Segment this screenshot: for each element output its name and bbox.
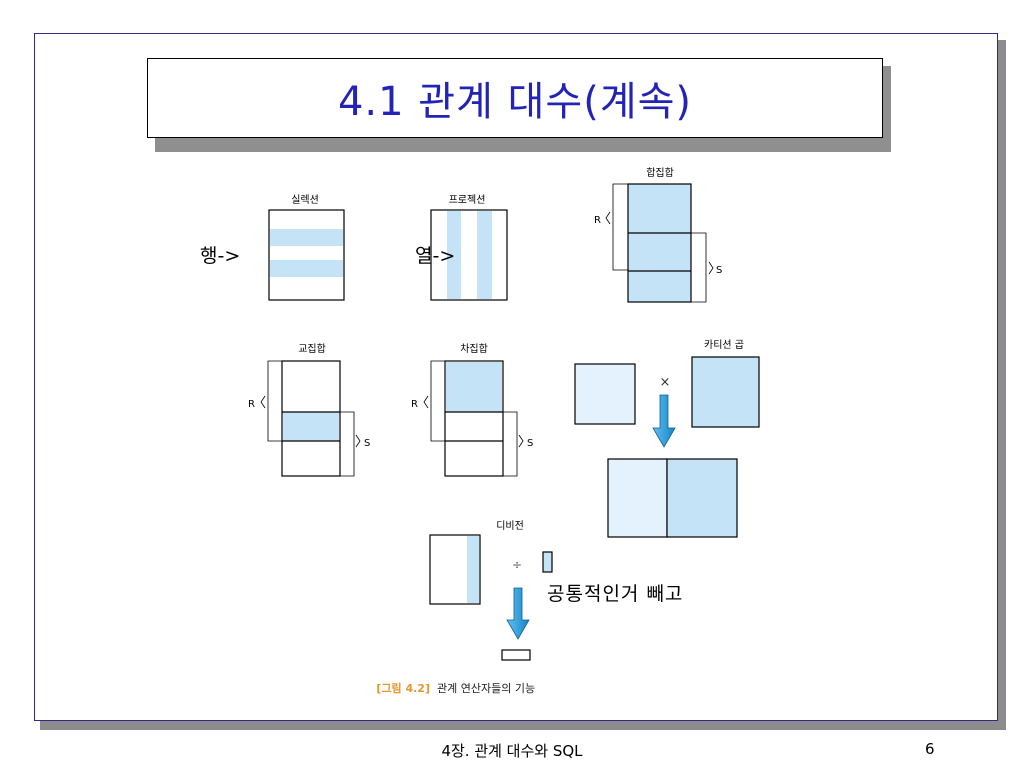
division-diagram: 디비전 ÷ 공통적인거 빼고	[429, 520, 683, 661]
division-operator: ÷	[512, 558, 522, 572]
title-box: 4.1 관계 대수(계속)	[147, 58, 883, 138]
difference-s-bracket	[503, 411, 518, 477]
cartesian-right-table	[691, 356, 760, 428]
intersection-diagram: 교집합 R S	[248, 343, 370, 477]
selection-label: 실렉션	[291, 194, 319, 206]
caption-text: 관계 연산자들의 기능	[437, 682, 535, 695]
footer-title: 4장. 관계 대수와 SQL	[441, 742, 583, 760]
selection-diagram: 실렉션 행->	[200, 194, 345, 301]
selection-note: 행->	[200, 245, 240, 267]
union-r-label: R	[594, 215, 601, 226]
cartesian-left-table	[574, 363, 636, 425]
selection-row-1	[270, 229, 343, 246]
cartesian-label: 카티션 곱	[704, 339, 744, 351]
difference-r-bracket	[430, 360, 445, 442]
selection-row-2	[270, 260, 343, 277]
difference-s-label: S	[527, 438, 533, 449]
difference-r-label: R	[411, 399, 418, 410]
division-divisor-table	[542, 551, 553, 573]
intersection-s-bracket	[340, 411, 355, 477]
projection-table	[430, 209, 508, 301]
intersection-s-label: S	[364, 438, 370, 449]
figure-caption: [그림 4.2] 관계 연산자들의 기능	[376, 682, 535, 695]
division-label: 디비전	[496, 520, 524, 532]
intersection-common-row	[283, 412, 339, 441]
difference-diagram: 차집합 R S	[411, 343, 533, 477]
caption-number: [그림 4.2]	[376, 682, 430, 695]
intersection-label: 교집합	[298, 343, 326, 355]
union-table	[627, 183, 692, 303]
projection-label: 프로젝션	[449, 194, 486, 206]
cartesian-result-left	[607, 458, 668, 538]
page-number: 6	[925, 740, 935, 758]
cartesian-result-right	[666, 458, 738, 538]
union-s-label: S	[716, 265, 722, 276]
cartesian-diagram: 카티션 곱 ×	[574, 339, 760, 538]
projection-column-2	[477, 211, 492, 299]
intersection-r-label: R	[248, 399, 255, 410]
projection-column-1	[447, 211, 461, 299]
cartesian-down-arrow-icon	[652, 394, 676, 448]
cartesian-operator: ×	[660, 375, 671, 390]
union-label: 합집합	[646, 167, 674, 179]
union-diagram: 합집합 R S	[594, 167, 722, 303]
division-down-arrow-icon	[506, 587, 530, 640]
union-r-bracket	[612, 183, 628, 271]
difference-result-rows	[446, 362, 502, 412]
division-note: 공통적인거 빼고	[547, 583, 683, 605]
projection-note: 열->	[415, 245, 455, 267]
division-common-column	[467, 536, 479, 603]
selection-table	[268, 209, 345, 301]
slide-title: 4.1 관계 대수(계속)	[337, 79, 693, 125]
difference-label: 차집합	[460, 343, 488, 355]
projection-diagram: 프로젝션 열->	[415, 194, 508, 301]
intersection-r-bracket	[267, 360, 282, 442]
union-s-bracket	[691, 232, 707, 303]
division-result-table	[501, 649, 531, 661]
